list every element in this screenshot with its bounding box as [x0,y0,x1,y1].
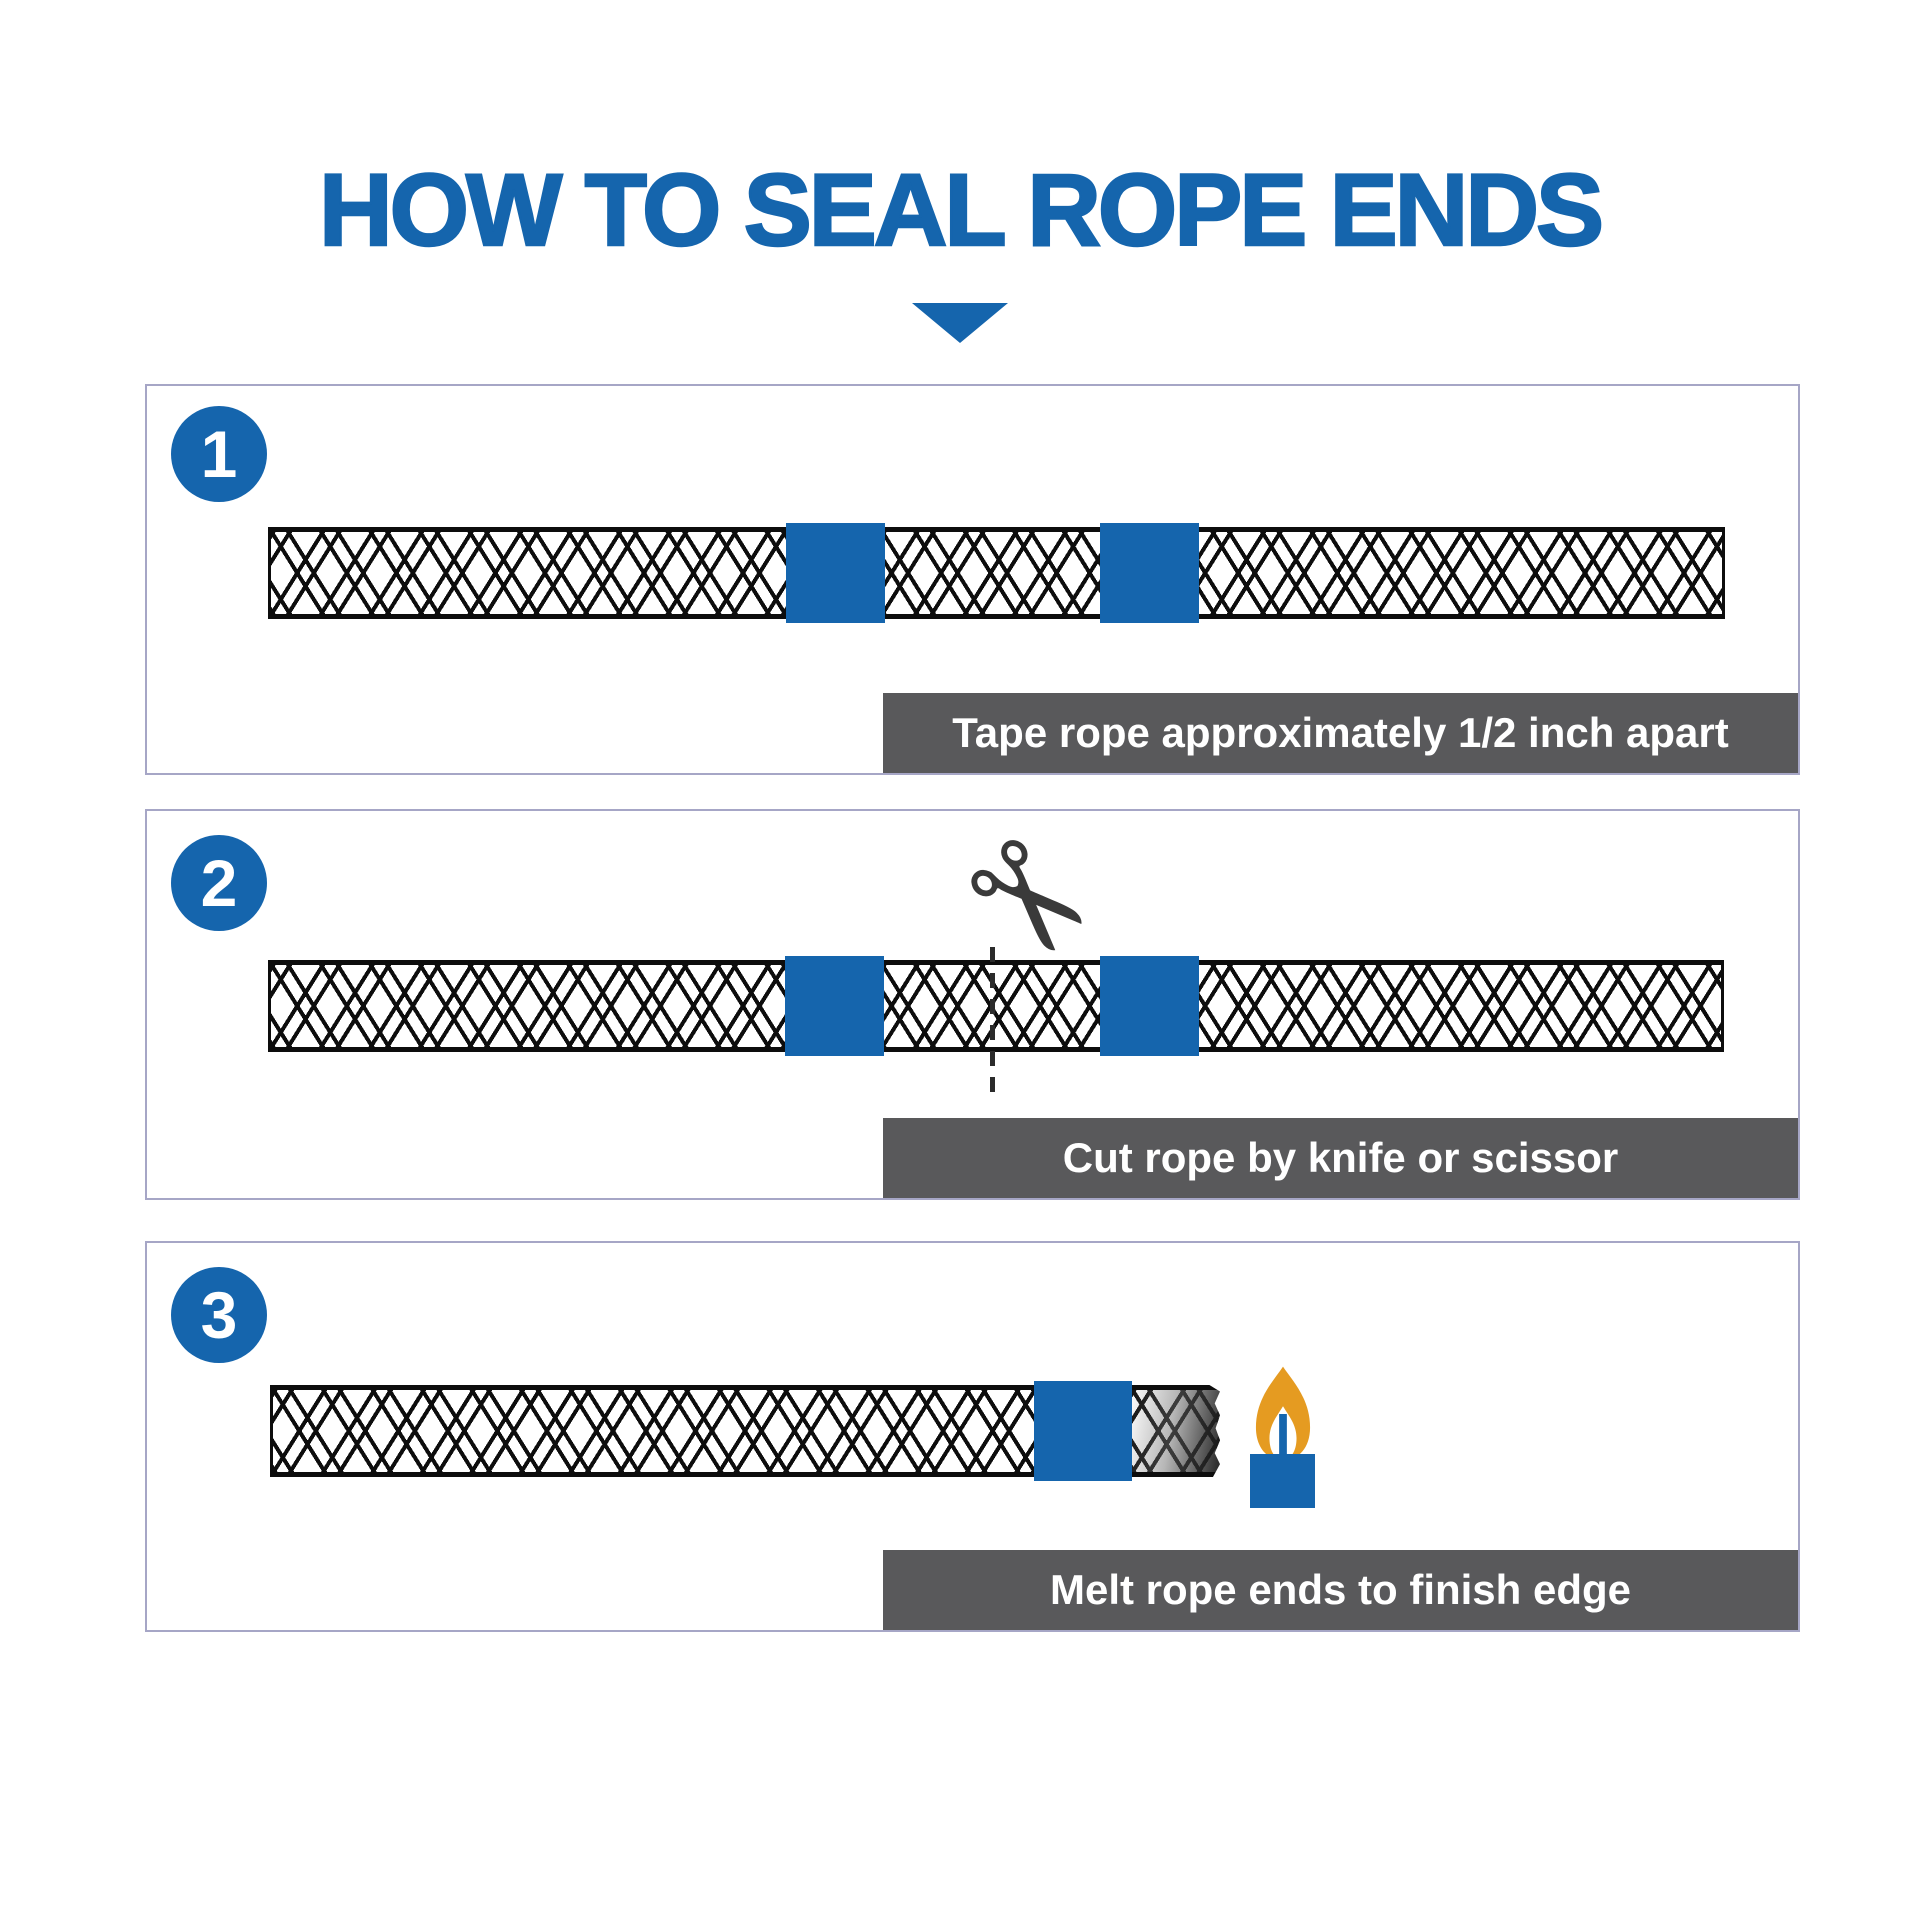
step-1-badge: 1 [171,406,267,502]
down-arrow-icon [912,303,1008,343]
rope-graphic [270,1385,1034,1477]
lighter-icon [1250,1454,1315,1508]
tape-mark-left [786,523,885,623]
rope-graphic [268,527,1725,619]
step-2-caption: Cut rope by knife or scissor [883,1118,1798,1198]
tape-mark-left [785,956,884,1056]
rope-graphic [268,960,1724,1052]
step-3-panel: 3 Melt rope ends to finish edge [145,1241,1800,1632]
step-2-badge: 2 [171,835,267,931]
step-3-caption: Melt rope ends to finish edge [883,1550,1798,1630]
step-1-caption: Tape rope approximately 1/2 inch apart [883,693,1798,773]
step-3-badge: 3 [171,1267,267,1363]
melted-rope-end [1132,1385,1220,1477]
step-2-panel: 2 ✂ Cut rope by knife or scissor [145,795,1800,1200]
tape-mark-right [1100,956,1199,1056]
step-1-panel: 1 Tape rope approximately 1/2 inch apart [145,384,1800,775]
tape-mark [1034,1381,1132,1481]
cut-line [990,947,995,1093]
flame-icon [1254,1365,1312,1463]
page-title: HOW TO SEAL ROPE ENDS [318,152,1606,269]
tape-mark-right [1100,523,1199,623]
